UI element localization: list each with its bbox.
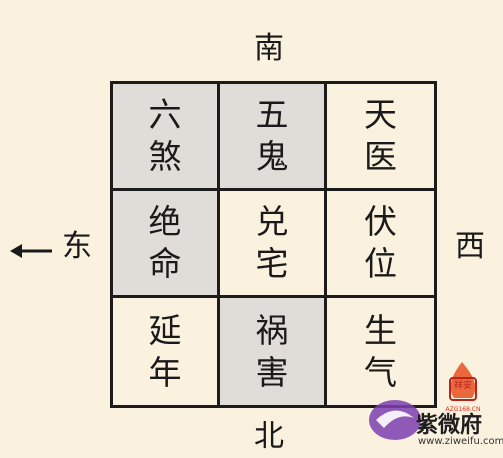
cell-char-top: 伏	[364, 202, 397, 241]
grid-cell: 六煞	[113, 84, 220, 191]
watermark-url: www.ziweifu.com	[418, 436, 503, 447]
grid-cell: 绝命	[113, 191, 220, 298]
cell-char-bottom: 年	[148, 352, 182, 392]
cell-char-bottom: 害	[255, 352, 289, 392]
direction-south: 南	[254, 31, 284, 66]
cell-char-bottom: 位	[364, 244, 397, 283]
title-partial	[150, 0, 380, 6]
cell-char-bottom: 气	[364, 352, 397, 392]
direction-west: 西	[455, 229, 485, 264]
grid-cell: 兑宅	[220, 191, 327, 298]
grid-cell: 延年	[113, 298, 220, 405]
direction-north: 北	[254, 419, 284, 454]
bagua-grid: 六煞 五鬼 天医 绝命 兑宅 伏位 延年 祸害 生气	[110, 81, 437, 408]
cell-char-top: 兑	[255, 202, 289, 241]
watermark-seal-sub: AZG168.CN	[446, 406, 481, 413]
grid-cell: 天医	[327, 84, 434, 191]
grid-cell: 五鬼	[220, 84, 327, 191]
cell-char-bottom: 医	[364, 137, 397, 176]
cell-char-top: 祸	[255, 310, 289, 350]
cell-char-top: 天	[364, 95, 397, 134]
cell-char-top: 生	[364, 310, 397, 350]
watermark-seal: 祥安	[454, 379, 472, 391]
cell-char-top: 绝	[148, 202, 182, 241]
cell-char-bottom: 煞	[148, 137, 182, 176]
grid-cell: 祸害	[220, 298, 327, 405]
cell-char-top: 五	[255, 95, 289, 134]
cell-char-bottom: 命	[148, 244, 182, 283]
cell-char-top: 延	[148, 310, 182, 350]
cell-char-top: 六	[148, 95, 182, 134]
direction-east: 东	[62, 229, 92, 264]
arrow-left-icon	[10, 244, 52, 258]
grid-cell: 伏位	[327, 191, 434, 298]
cell-char-bottom: 鬼	[255, 137, 289, 176]
watermark-logo: 祥安 AZG168.CN	[369, 362, 481, 440]
grid-cell: 生气	[327, 298, 434, 405]
cell-char-bottom: 宅	[255, 244, 289, 283]
watermark-brand: 紫微府	[416, 413, 483, 438]
